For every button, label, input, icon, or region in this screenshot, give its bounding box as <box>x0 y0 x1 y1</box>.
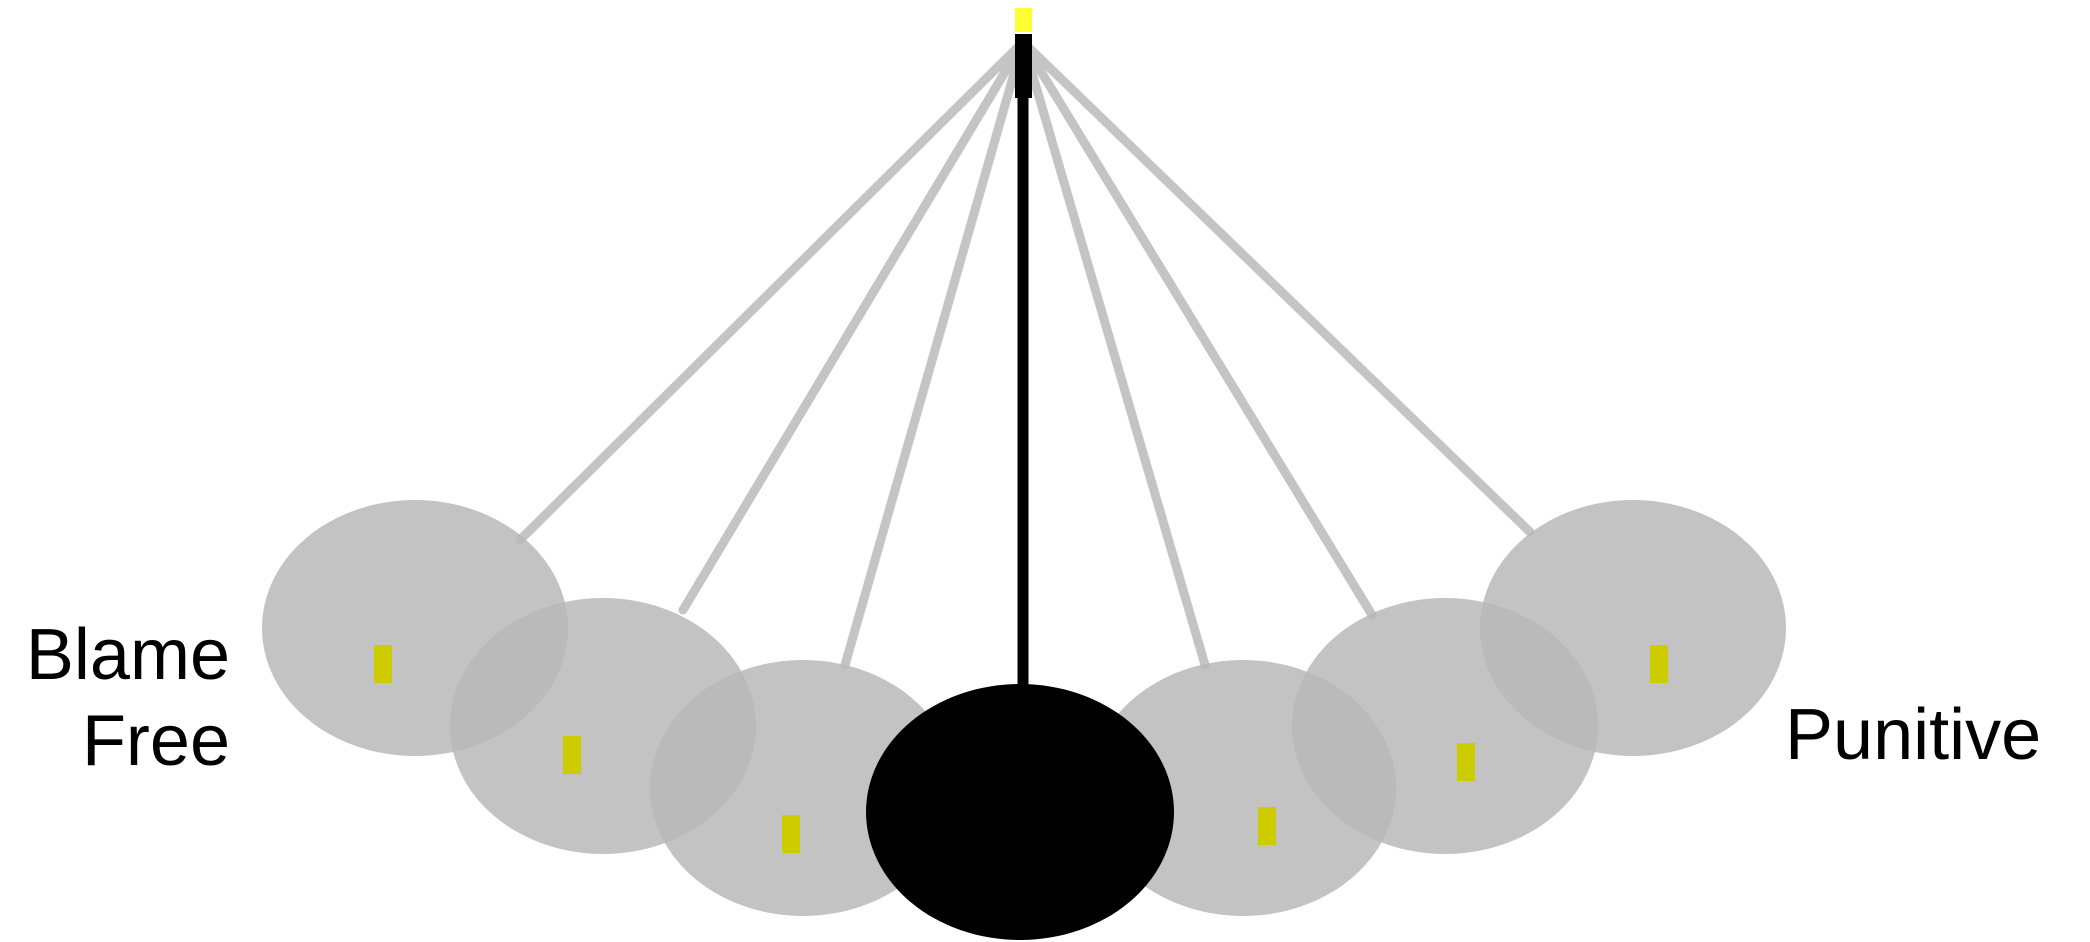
marker-icon <box>1457 743 1475 781</box>
pivot-icon <box>1015 8 1032 32</box>
marker-icon <box>1258 807 1276 845</box>
active-bob <box>866 684 1174 940</box>
marker-icon <box>1650 645 1668 683</box>
punitive-label: Punitive <box>1785 692 2075 778</box>
active-pendulum <box>866 34 1174 940</box>
free-label: Free <box>0 698 230 784</box>
string-clamp <box>1015 34 1032 98</box>
blame-free-label: Blame Free <box>0 612 230 784</box>
blame-label: Blame <box>0 612 230 698</box>
marker-icon <box>563 736 581 774</box>
marker-icon <box>374 645 392 683</box>
marker-icon <box>782 815 800 853</box>
